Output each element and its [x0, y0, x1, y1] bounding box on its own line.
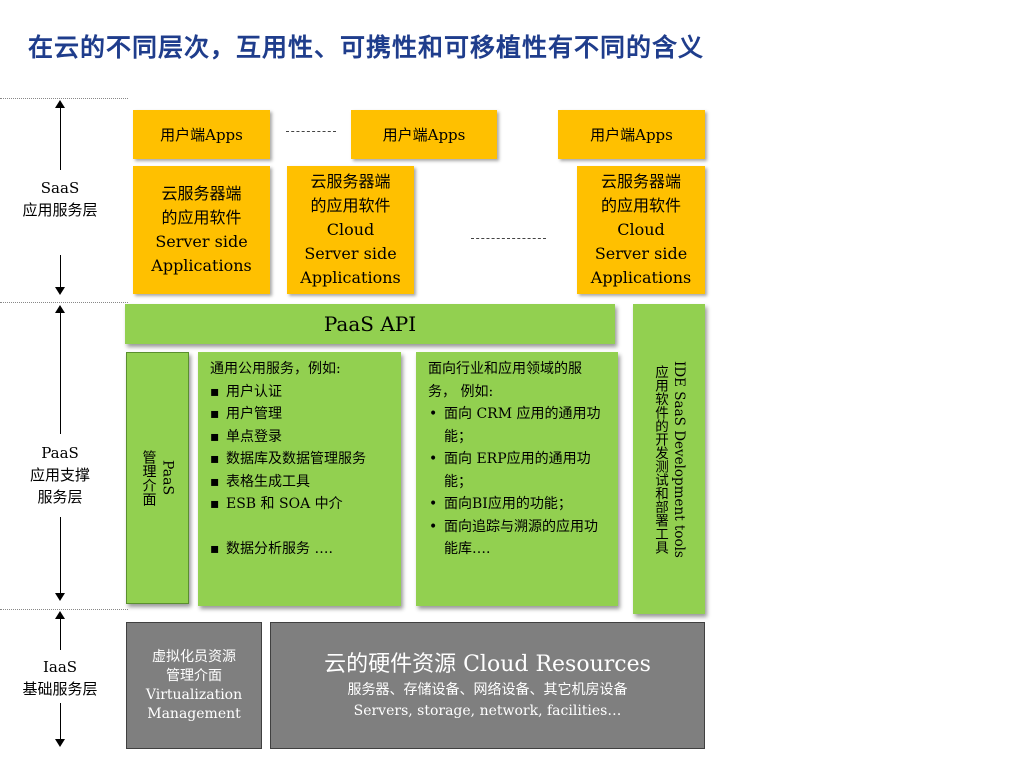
iaas-arrow-up-icon [55, 611, 65, 619]
paas-api-label: PaaS API [323, 312, 417, 336]
iaas-arrow-line-top [60, 618, 61, 650]
divider-paas-iaas [0, 609, 128, 610]
paas-arrow-line-top [60, 312, 61, 434]
server-app-line: Applications [590, 268, 692, 287]
server-app-box-3: 云服务器端 的应用软件 Cloud Server side Applicatio… [577, 166, 705, 294]
server-app-box-2: 云服务器端 的应用软件 Cloud Server side Applicatio… [287, 166, 414, 294]
iaas-label-line1: IaaS [42, 658, 78, 676]
list-item: 数据分析服务 …. [210, 538, 389, 561]
server-app-line: Cloud [326, 220, 375, 239]
list-item: ESB 和 SOA 中介 [210, 493, 389, 516]
common-services-heading: 通用公用服务，例如: [210, 361, 341, 377]
list-item: 面向 ERP应用的通用功能； [428, 448, 606, 493]
list-item: 用户认证 [210, 381, 389, 404]
client-app-box-1: 用户端Apps [133, 110, 270, 159]
server-app-line: Server side [594, 244, 688, 263]
dashed-connector-servers [471, 238, 546, 239]
common-services-list: 用户认证 用户管理 单点登录 数据库及数据管理服务 表格生成工具 ESB 和 S… [210, 381, 389, 561]
list-item: 表格生成工具 [210, 471, 389, 494]
server-app-box-1: 云服务器端 的应用软件 Server side Applications [133, 166, 270, 294]
list-item: 面向BI应用的功能； [428, 493, 606, 516]
server-app-line: 的应用软件 [310, 196, 391, 215]
list-item: 面向追踪与溯源的应用功能库…. [428, 516, 606, 561]
cloud-resources-subtitle-cn: 服务器、存储设备、网络设备、其它机房设备 [347, 681, 628, 698]
virtualization-mgmt-box: 虚拟化员资源 管理介面 Virtualization Management [126, 622, 262, 749]
cloud-resources-subtitle-en: Servers, storage, network, facilities… [353, 702, 622, 719]
server-app-line: 云服务器端 [161, 184, 242, 203]
paas-layer-label: PaaS 应用支撑 服务层 [5, 442, 115, 508]
virt-line: Management [147, 705, 241, 722]
slide-title: 在云的不同层次，互用性、可携性和可移植性有不同的含义 [28, 33, 705, 62]
divider-top [0, 98, 128, 99]
list-item: 单点登录 [210, 426, 389, 449]
virt-line: 虚拟化员资源 [152, 648, 236, 665]
industry-services-box: 面向行业和应用领域的服务， 例如: 面向 CRM 应用的通用功能； 面向 ERP… [416, 352, 618, 606]
paas-arrow-down-icon [55, 593, 65, 601]
paas-arrow-up-icon [55, 305, 65, 313]
virt-line: 管理介面 [166, 667, 222, 684]
paas-api-bar: PaaS API [125, 304, 615, 344]
saas-layer-label: SaaS 应用服务层 [5, 177, 115, 221]
divider-saas-paas [0, 302, 128, 303]
dev-tools-box: IDE SaaS Development tools 应用软件的开发测试和部署工… [633, 304, 705, 614]
list-item: 用户管理 [210, 403, 389, 426]
server-app-line: Server side [304, 244, 397, 263]
iaas-layer-label: IaaS 基础服务层 [5, 656, 115, 700]
saas-arrow-up-icon [55, 100, 65, 108]
saas-arrow-down-icon [55, 287, 65, 295]
saas-arrow-line-top [60, 107, 61, 170]
server-app-line: 的应用软件 [161, 208, 242, 227]
iaas-arrow-down-icon [55, 739, 65, 747]
client-app-box-2: 用户端Apps [351, 110, 497, 159]
server-app-line: Cloud [617, 220, 665, 239]
iaas-label-line2: 基础服务层 [22, 680, 98, 698]
industry-services-list: 面向 CRM 应用的通用功能； 面向 ERP应用的通用功能； 面向BI应用的功能… [428, 403, 606, 561]
industry-services-heading: 面向行业和应用领域的服务， 例如: [428, 361, 582, 400]
paas-label-line1: PaaS [41, 444, 79, 462]
paas-mgmt-interface: PaaS 管理介面 [126, 352, 189, 604]
server-app-line: Applications [151, 256, 252, 275]
virt-line: Virtualization [145, 686, 243, 703]
cloud-resources-box: 云的硬件资源 Cloud Resources 服务器、存储设备、网络设备、其它机… [270, 622, 705, 749]
dashed-connector-apps [286, 131, 336, 132]
server-app-line: 云服务器端 [600, 172, 681, 191]
paas-arrow-line-bottom [60, 517, 61, 593]
server-app-line: Applications [300, 268, 401, 287]
client-app-box-3: 用户端Apps [558, 110, 705, 159]
common-services-box: 通用公用服务，例如: 用户认证 用户管理 单点登录 数据库及数据管理服务 表格生… [198, 352, 401, 606]
cloud-resources-title: 云的硬件资源 Cloud Resources [324, 651, 651, 677]
iaas-arrow-line-bottom [60, 703, 61, 739]
client-app-label: 用户端Apps [160, 126, 243, 144]
client-app-label: 用户端Apps [590, 126, 673, 144]
saas-label-line1: SaaS [40, 179, 80, 197]
paas-label-line2: 应用支撑 [29, 466, 90, 484]
list-item: 面向 CRM 应用的通用功能； [428, 403, 606, 448]
list-item: 数据库及数据管理服务 [210, 448, 389, 471]
server-app-line: 云服务器端 [310, 172, 391, 191]
server-app-line: 的应用软件 [600, 196, 681, 215]
paas-label-line3: 服务层 [37, 488, 83, 506]
saas-label-line2: 应用服务层 [22, 201, 98, 219]
dev-tools-label: IDE SaaS Development tools 应用软件的开发测试和部署工… [652, 360, 687, 558]
server-app-line: Server side [155, 232, 248, 251]
saas-arrow-line-bottom [60, 255, 61, 287]
client-app-label: 用户端Apps [382, 126, 466, 144]
paas-mgmt-label: PaaS 管理介面 [140, 450, 176, 506]
